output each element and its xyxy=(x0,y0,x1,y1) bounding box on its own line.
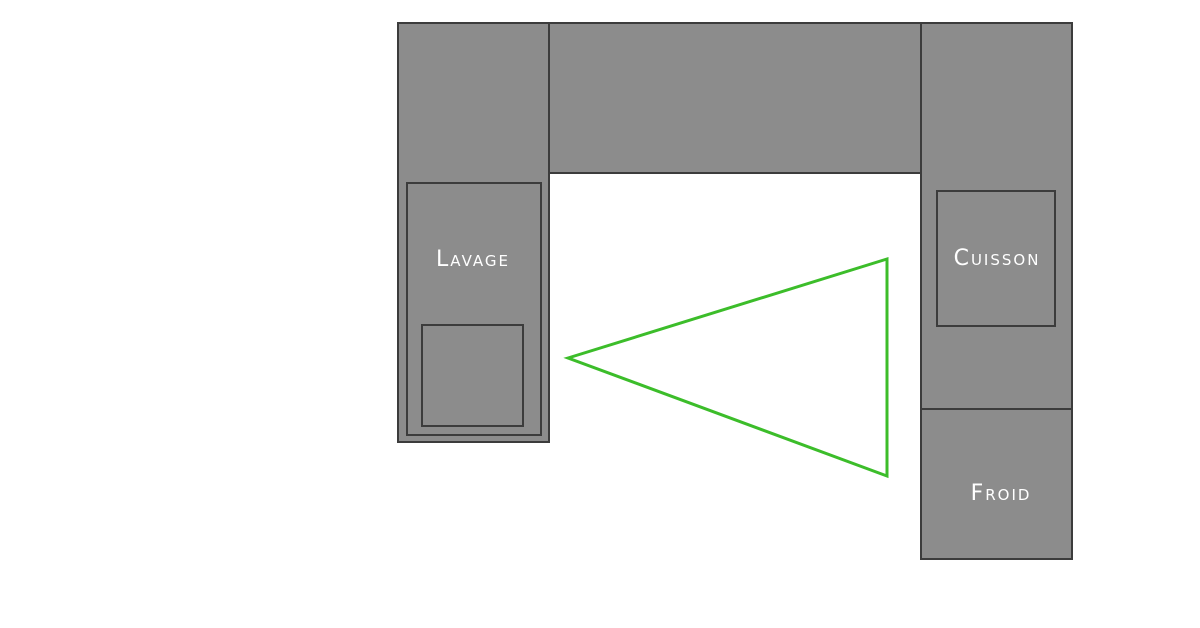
wash-zone: Lavage xyxy=(406,182,542,436)
sink-outline xyxy=(406,182,542,436)
top-counter xyxy=(548,22,922,174)
counters xyxy=(397,22,1073,560)
wash-zone-label: Lavage xyxy=(436,247,510,272)
cook-zone: Cuisson xyxy=(936,190,1056,327)
work-triangle xyxy=(563,256,889,479)
cold-zone: Froid xyxy=(971,481,1032,506)
sink-basin xyxy=(421,324,524,427)
cooktop-outline xyxy=(936,190,1056,327)
left-counter xyxy=(397,22,550,443)
fridge-block xyxy=(920,408,1073,560)
cook-zone-label: Cuisson xyxy=(954,246,1041,271)
cold-zone-label: Froid xyxy=(971,481,1032,506)
right-counter xyxy=(920,22,1073,410)
